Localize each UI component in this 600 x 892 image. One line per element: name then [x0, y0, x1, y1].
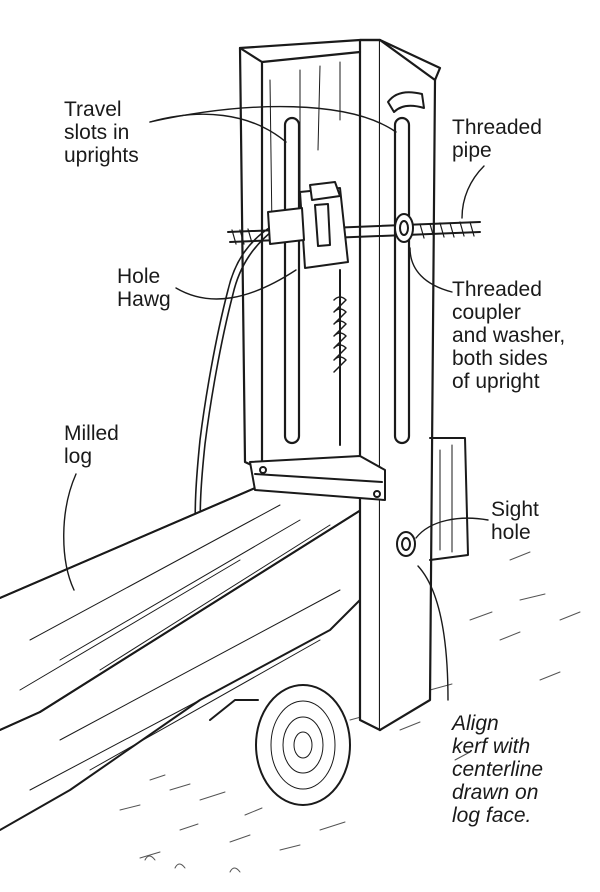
- label-sight-hole: Sight hole: [491, 498, 539, 544]
- rear-block: [429, 437, 469, 561]
- ground-shading: [119, 551, 581, 873]
- leader-lines: [63, 105, 489, 701]
- travel-slot-right: [393, 116, 411, 445]
- upright-handle: [387, 91, 425, 113]
- label-threaded-coupler: Threaded coupler and washer, both sides …: [452, 278, 566, 393]
- hole-hawg-drill: [267, 181, 349, 446]
- sight-hole: [396, 531, 416, 557]
- label-travel-slots: Travel slots in uprights: [64, 98, 139, 167]
- label-milled-log: Milled log: [64, 422, 119, 468]
- front-upright: [238, 38, 442, 732]
- label-align-kerf: Align kerf with centerline drawn on log …: [452, 712, 544, 827]
- label-threaded-pipe: Threaded pipe: [452, 116, 542, 162]
- cross-plate: [249, 455, 386, 501]
- travel-slot-left: [283, 116, 301, 445]
- label-hole-hawg: Hole Hawg: [117, 265, 171, 311]
- threaded-pipe-drawing: [227, 213, 481, 245]
- log-end: [209, 684, 351, 806]
